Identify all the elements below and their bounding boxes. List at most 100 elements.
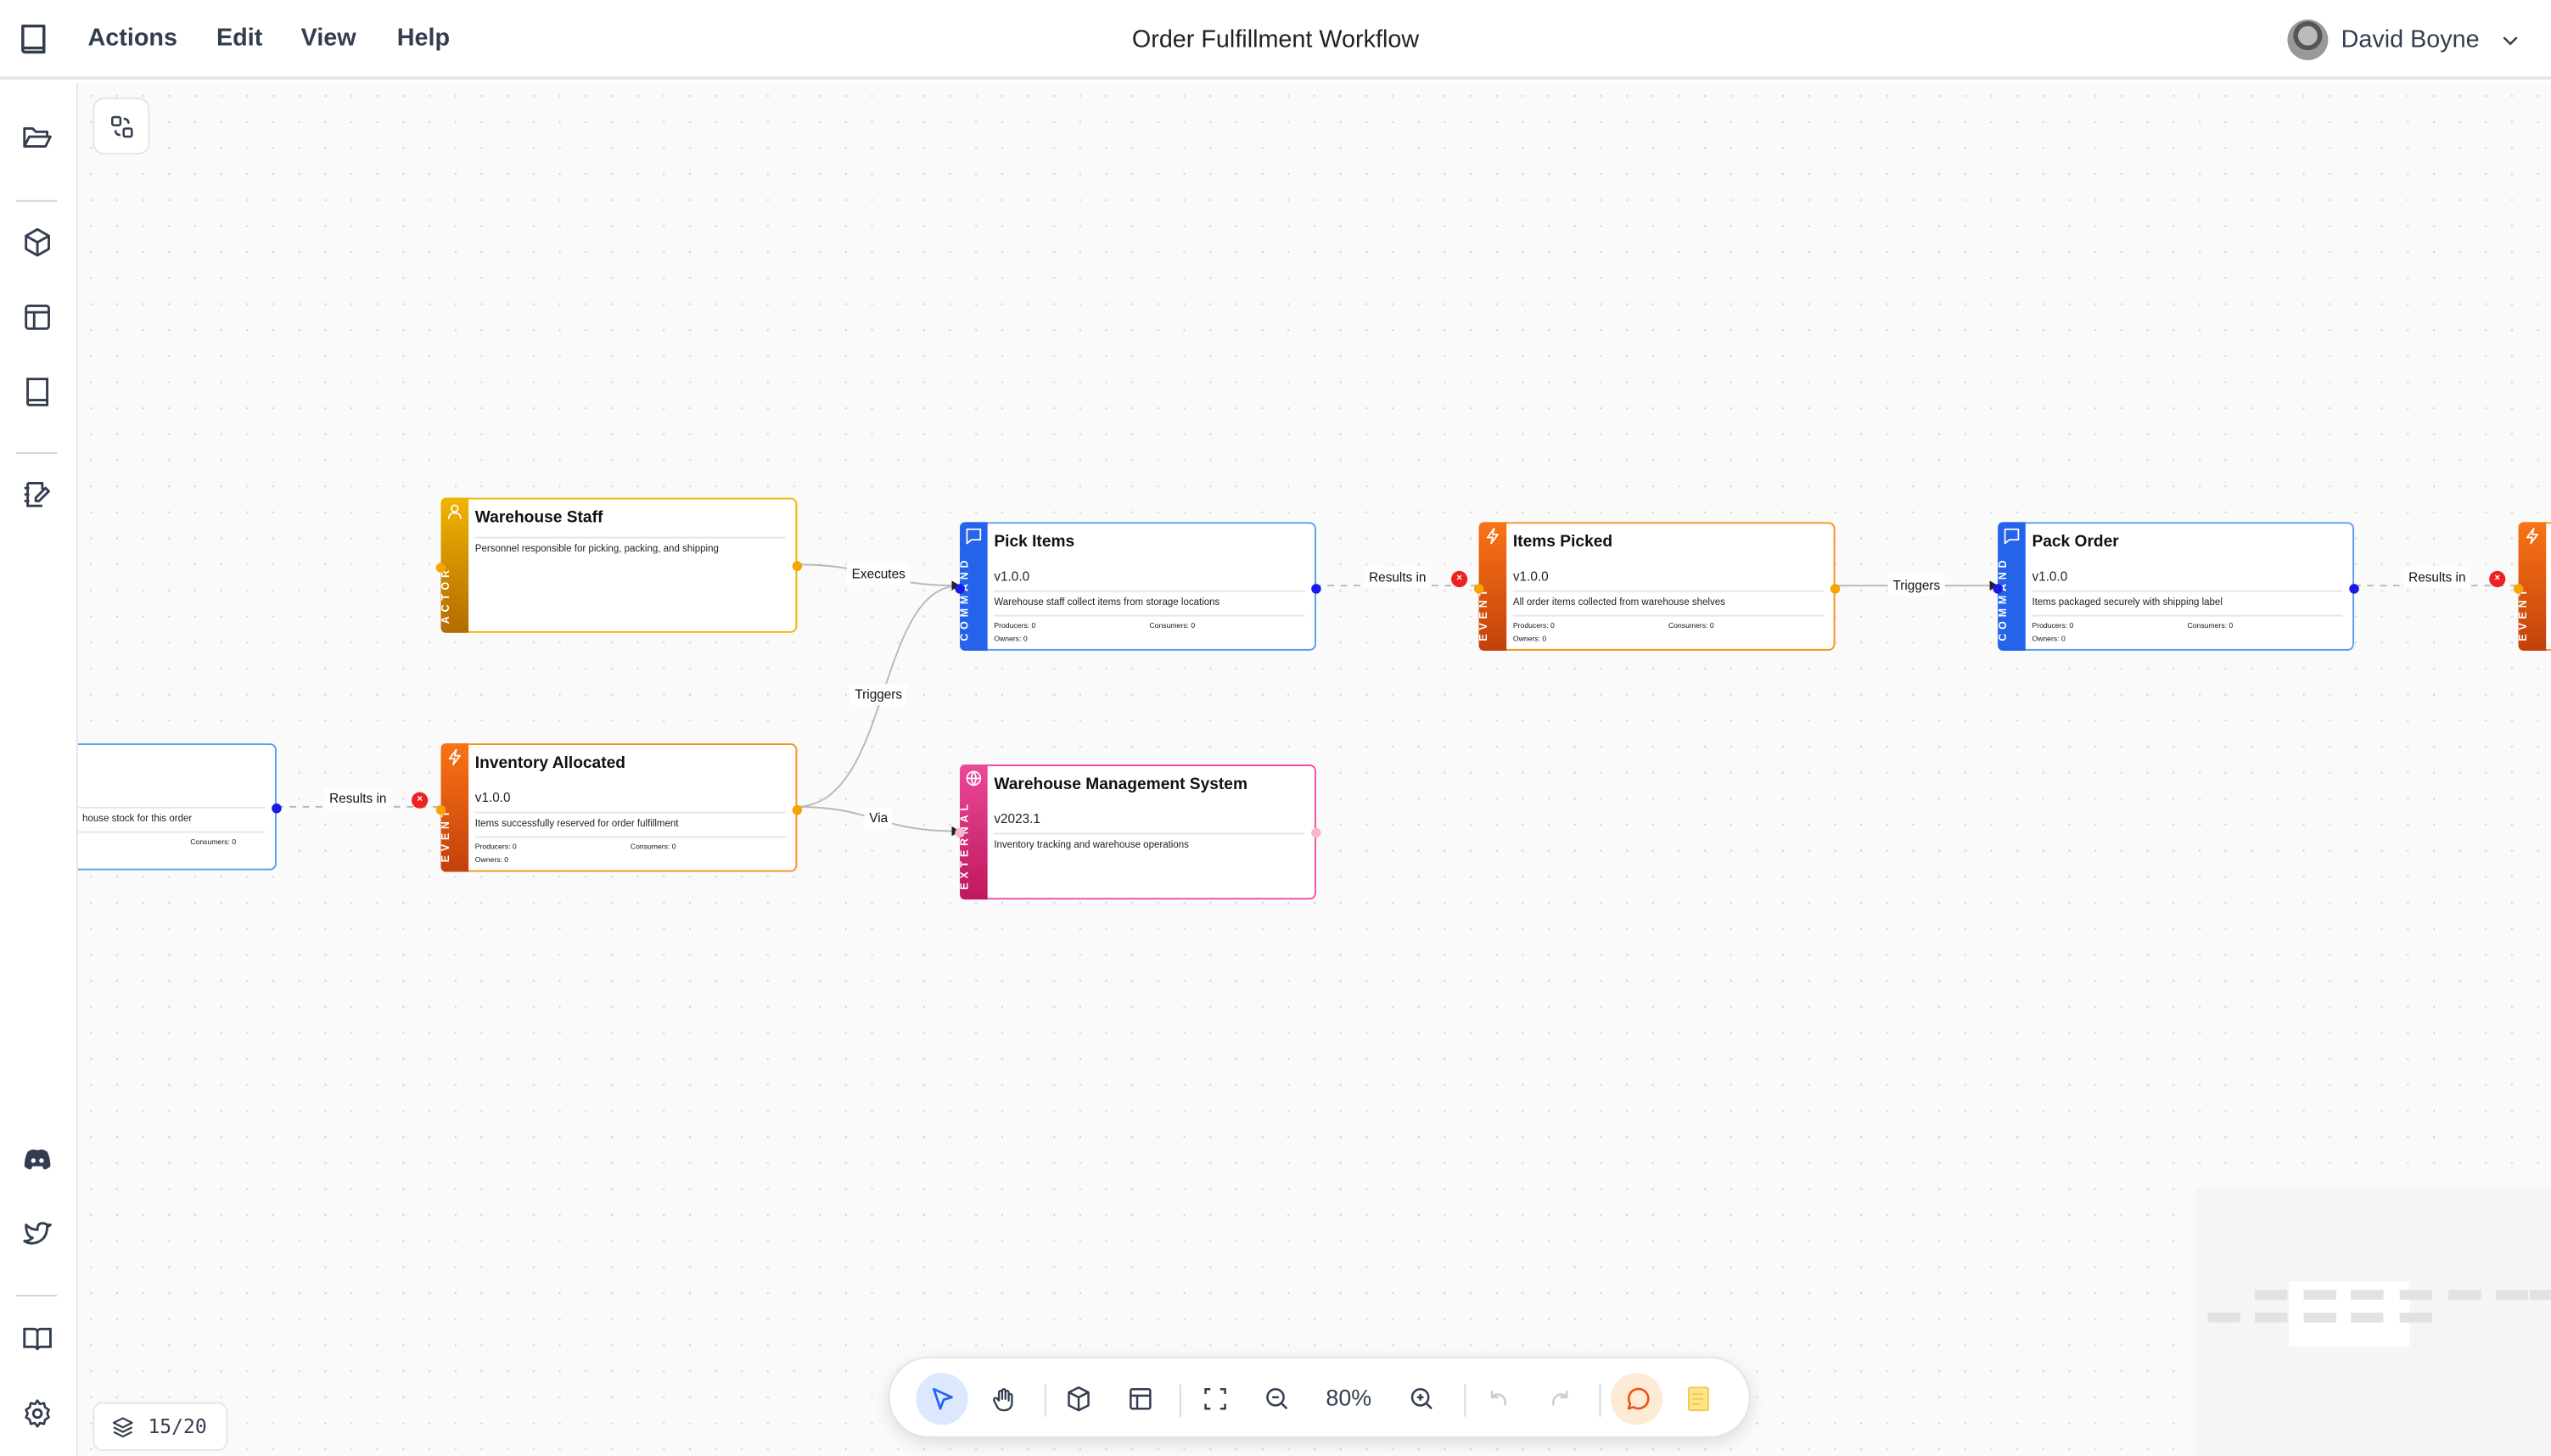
sidebar bbox=[0, 82, 79, 1456]
node-title: Inventory Allocated bbox=[474, 754, 626, 773]
menu-view[interactable]: View bbox=[300, 24, 356, 53]
input-handle[interactable] bbox=[435, 563, 446, 573]
node-description: Items packaged securely with shipping la… bbox=[2032, 598, 2223, 608]
node-version: v1.0.0 bbox=[2032, 568, 2068, 585]
minimap[interactable] bbox=[2196, 1187, 2551, 1456]
fit-view-button[interactable] bbox=[1189, 1373, 1241, 1425]
lightning-icon bbox=[1486, 528, 1499, 545]
edge-label-triggers: Triggers bbox=[849, 684, 907, 706]
menu-help[interactable]: Help bbox=[396, 24, 451, 53]
discord-icon[interactable] bbox=[21, 1144, 53, 1176]
zoom-in-button[interactable] bbox=[1396, 1373, 1448, 1425]
lightning-icon bbox=[448, 748, 461, 766]
minimap-node bbox=[2303, 1313, 2336, 1323]
message-icon bbox=[2004, 528, 2020, 545]
zoom-out-button[interactable] bbox=[1251, 1373, 1303, 1425]
book-open-icon[interactable] bbox=[21, 1323, 53, 1355]
hand-tool-button[interactable] bbox=[978, 1373, 1029, 1425]
error-badge[interactable]: × bbox=[412, 792, 429, 809]
package-icon[interactable] bbox=[21, 226, 53, 258]
output-handle[interactable] bbox=[1311, 827, 1321, 838]
layers-counter[interactable]: 15/20 bbox=[93, 1402, 228, 1452]
edge-label-triggers: Triggers bbox=[1887, 574, 1945, 596]
layers-count: 15/20 bbox=[148, 1414, 207, 1438]
minimap-node bbox=[2495, 1290, 2529, 1300]
layout-icon[interactable] bbox=[21, 301, 53, 333]
input-handle[interactable] bbox=[2513, 584, 2524, 594]
edge-label-via: Via bbox=[864, 807, 893, 829]
output-handle[interactable] bbox=[1830, 584, 1841, 594]
output-handle[interactable] bbox=[1311, 584, 1321, 594]
add-node-button[interactable] bbox=[1052, 1373, 1104, 1425]
node-description: All order items collected from warehouse… bbox=[1512, 598, 1725, 608]
redo-icon bbox=[1552, 1391, 1568, 1406]
settings-icon[interactable] bbox=[21, 1397, 53, 1430]
error-badge[interactable]: × bbox=[2489, 570, 2506, 588]
chevron-down-icon bbox=[2503, 36, 2518, 45]
node-description: Personnel responsible for picking, packi… bbox=[474, 545, 719, 555]
node-producers: Producers: 0 bbox=[994, 621, 1036, 630]
node-description: Items successfully reserved for order fu… bbox=[474, 820, 679, 830]
node-partial-right[interactable]: EVENT bbox=[2513, 522, 2551, 651]
node-partial-command[interactable]: ory house stock for this order Consumers… bbox=[78, 743, 282, 871]
minimap-node bbox=[2399, 1313, 2433, 1323]
input-handle[interactable] bbox=[1473, 584, 1484, 594]
user-icon bbox=[447, 504, 462, 519]
node-producers: Producers: 0 bbox=[474, 843, 517, 851]
output-handle[interactable] bbox=[792, 804, 803, 815]
sticky-note-icon bbox=[1687, 1386, 1709, 1412]
sticky-note-button[interactable] bbox=[1673, 1373, 1724, 1425]
user-menu[interactable]: David Boyne bbox=[2287, 20, 2518, 60]
book-logo-icon[interactable] bbox=[20, 23, 49, 55]
error-badge[interactable]: × bbox=[1451, 570, 1468, 588]
minimap-node bbox=[2255, 1313, 2288, 1323]
message-icon bbox=[966, 528, 982, 545]
auto-layout-button[interactable] bbox=[93, 98, 150, 155]
top-bar: Actions Edit View Help Order Fulfillment… bbox=[0, 0, 2551, 80]
edge-label-executes: Executes bbox=[846, 563, 911, 585]
edge-label-results-in: Results in bbox=[324, 787, 392, 809]
node-consumers: Consumers: 0 bbox=[1668, 621, 1714, 630]
minimap-node bbox=[2255, 1290, 2288, 1300]
twitter-icon[interactable] bbox=[21, 1218, 53, 1251]
select-tool-button[interactable] bbox=[916, 1373, 968, 1425]
input-handle[interactable] bbox=[435, 804, 446, 815]
node-version: v1.0.0 bbox=[474, 790, 511, 805]
redo-button[interactable] bbox=[1534, 1373, 1586, 1425]
input-handle[interactable] bbox=[1993, 584, 2003, 594]
node-type-label: COMMAND bbox=[1998, 556, 2010, 641]
input-handle[interactable] bbox=[955, 827, 965, 838]
output-handle[interactable] bbox=[2349, 584, 2359, 594]
node-type-label: EVENT bbox=[440, 806, 452, 863]
workflow-canvas[interactable]: ory house stock for this order Consumers… bbox=[78, 82, 2551, 1456]
minimap-node bbox=[2351, 1313, 2384, 1323]
folder-open-icon[interactable] bbox=[21, 122, 53, 154]
minimap-node bbox=[2303, 1290, 2336, 1300]
zoom-in-icon bbox=[1410, 1387, 1432, 1410]
layout-button[interactable] bbox=[1114, 1373, 1166, 1425]
divider bbox=[16, 199, 58, 202]
fullscreen-icon bbox=[1204, 1387, 1226, 1410]
node-version: v2023.1 bbox=[994, 811, 1040, 826]
node-description: Warehouse staff collect items from stora… bbox=[994, 598, 1220, 608]
input-handle[interactable] bbox=[955, 584, 965, 594]
menu-edit[interactable]: Edit bbox=[216, 24, 263, 53]
node-title: Pack Order bbox=[2032, 533, 2119, 552]
node-version: v1.0.0 bbox=[994, 568, 1030, 585]
menu-actions[interactable]: Actions bbox=[87, 24, 177, 53]
undo-button[interactable] bbox=[1472, 1373, 1524, 1425]
lightning-icon bbox=[2526, 528, 2538, 545]
comment-button[interactable] bbox=[1610, 1373, 1663, 1425]
package-icon bbox=[1068, 1386, 1090, 1412]
output-handle[interactable] bbox=[792, 561, 803, 571]
book-icon[interactable] bbox=[21, 376, 53, 408]
node-consumers: Consumers: 0 bbox=[630, 843, 676, 851]
output-handle[interactable] bbox=[272, 804, 282, 814]
edit-note-icon[interactable] bbox=[21, 479, 53, 511]
